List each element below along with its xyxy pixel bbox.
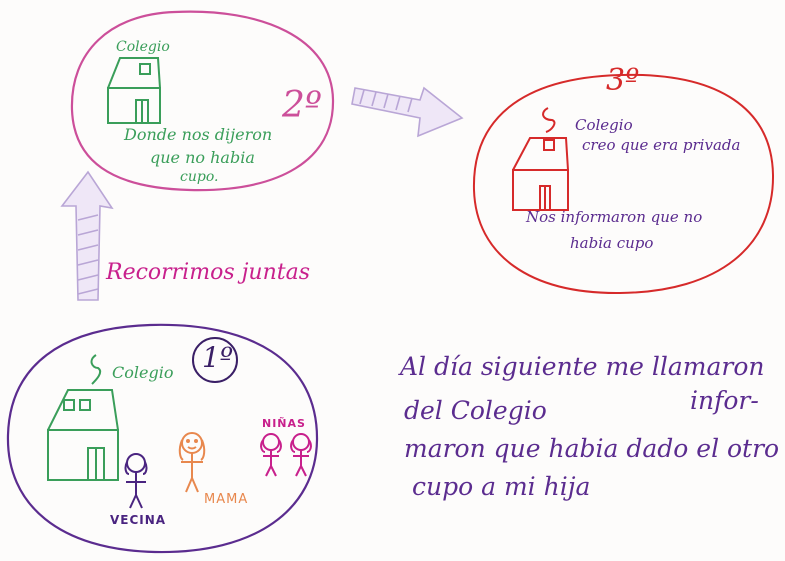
step3-school-drawing: [512, 107, 569, 211]
step1-number: 1º: [202, 341, 233, 374]
conclusion-line2a: del Colegio: [404, 396, 547, 425]
conclusion-line4: cupo a mi hija: [412, 472, 591, 501]
step1-school-label: Colegio: [112, 363, 174, 382]
neighbor-figure: [124, 453, 148, 509]
mother-figure: [178, 432, 206, 493]
step3-number: 3º: [606, 63, 640, 98]
mother-label: MAMA: [204, 492, 249, 507]
arrow-step1-to-step2: [60, 170, 114, 301]
step3-circle: [472, 73, 775, 295]
girls-figures: [260, 433, 312, 477]
step2-note-line1: Donde nos dijeron: [124, 125, 273, 144]
step2-note-line3: cupo.: [180, 169, 219, 185]
arrow-label: Recorrimos juntas: [106, 260, 311, 285]
girls-label: NIÑAS: [262, 417, 306, 430]
arrow-step2-to-step3: [351, 86, 464, 138]
step3-school-label: Colegio: [575, 116, 633, 134]
conclusion-line3: maron que habia dado el otro: [404, 434, 780, 463]
neighbor-label: VECINA: [110, 513, 167, 527]
step2-note-line2: que no habia: [150, 148, 255, 167]
step1-school-drawing: [47, 354, 119, 481]
conclusion-line1: Al día siguiente me llamaron: [400, 352, 765, 381]
step3-note-line2: habia cupo: [570, 234, 654, 252]
step1-number-circle: [192, 337, 238, 383]
conclusion-line2b: infor-: [690, 386, 759, 415]
step2-school-label: Colegio: [116, 39, 170, 55]
step3-school-note: creo que era privada: [582, 136, 741, 154]
step2-number: 2º: [282, 85, 322, 126]
step2-circle: [70, 10, 335, 192]
step3-note-line1: Nos informaron que no: [526, 208, 703, 226]
step1-circle: [6, 323, 319, 554]
step2-school-drawing: [107, 57, 161, 124]
